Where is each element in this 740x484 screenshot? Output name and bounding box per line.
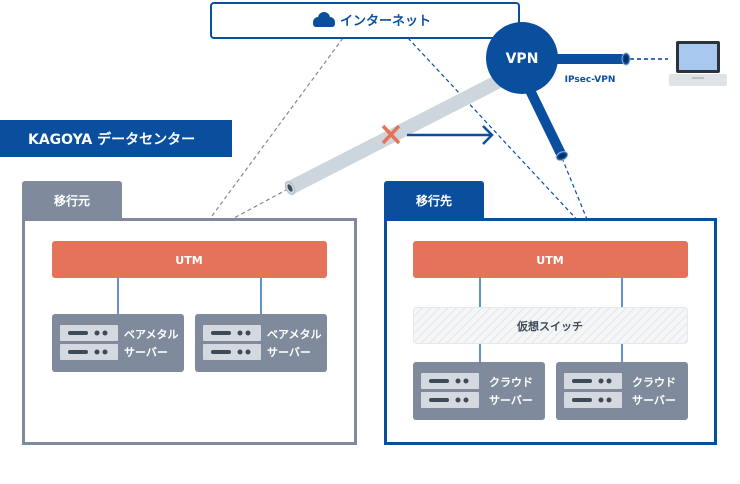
cross-icon [381, 124, 401, 145]
virtual-switch [413, 307, 688, 344]
virtual-switch-label: 仮想スイッチ [516, 319, 583, 333]
old-connection-pipe [284, 71, 509, 195]
internet-label: インターネット [340, 14, 431, 29]
ipsec-vpn-label: IPsec-VPN [565, 75, 616, 85]
server-label: ベアメタル [267, 328, 321, 341]
vpn-node: VPN [486, 22, 558, 94]
server-label: クラウド [632, 376, 676, 389]
arrow-right-icon [407, 125, 494, 145]
datacenter-label: KAGOYA データセンター [28, 131, 195, 148]
internet-box: インターネット [210, 2, 520, 39]
server-icon [203, 325, 261, 360]
server-label: クラウド [489, 376, 533, 389]
bare-metal-server: ベアメタル サーバー [52, 314, 184, 372]
server-label: ベアメタル [124, 328, 178, 341]
server-label: サーバー [632, 394, 676, 407]
source-utm-label: UTM [175, 254, 202, 267]
destination-environment: 移行先 UTM 仮想スイッチ クラウド サーバー クラウ [384, 181, 717, 445]
server-icon [60, 325, 118, 360]
destination-utm-label: UTM [536, 254, 563, 267]
vpn-label: VPN [506, 51, 539, 67]
destination-tab-label: 移行先 [416, 193, 452, 208]
server-label: サーバー [489, 394, 533, 407]
source-tab-label: 移行元 [54, 193, 90, 208]
server-icon [564, 373, 622, 408]
destination-utm [413, 241, 688, 278]
server-label: サーバー [124, 346, 168, 359]
datacenter-banner: KAGOYA データセンター [0, 120, 232, 157]
laptop-icon [669, 41, 727, 86]
cloud-server: クラウド サーバー [413, 362, 545, 420]
cloud-server: クラウド サーバー [556, 362, 688, 420]
source-environment: 移行元 UTM ベアメタル サーバー ベアメタル サーバー [22, 181, 357, 445]
server-icon [421, 373, 479, 408]
cloud-icon [313, 12, 335, 27]
source-utm [52, 241, 327, 278]
internet-to-dest-utm-link [407, 37, 596, 240]
server-label: サーバー [267, 346, 311, 359]
bare-metal-server: ベアメタル サーバー [195, 314, 327, 372]
